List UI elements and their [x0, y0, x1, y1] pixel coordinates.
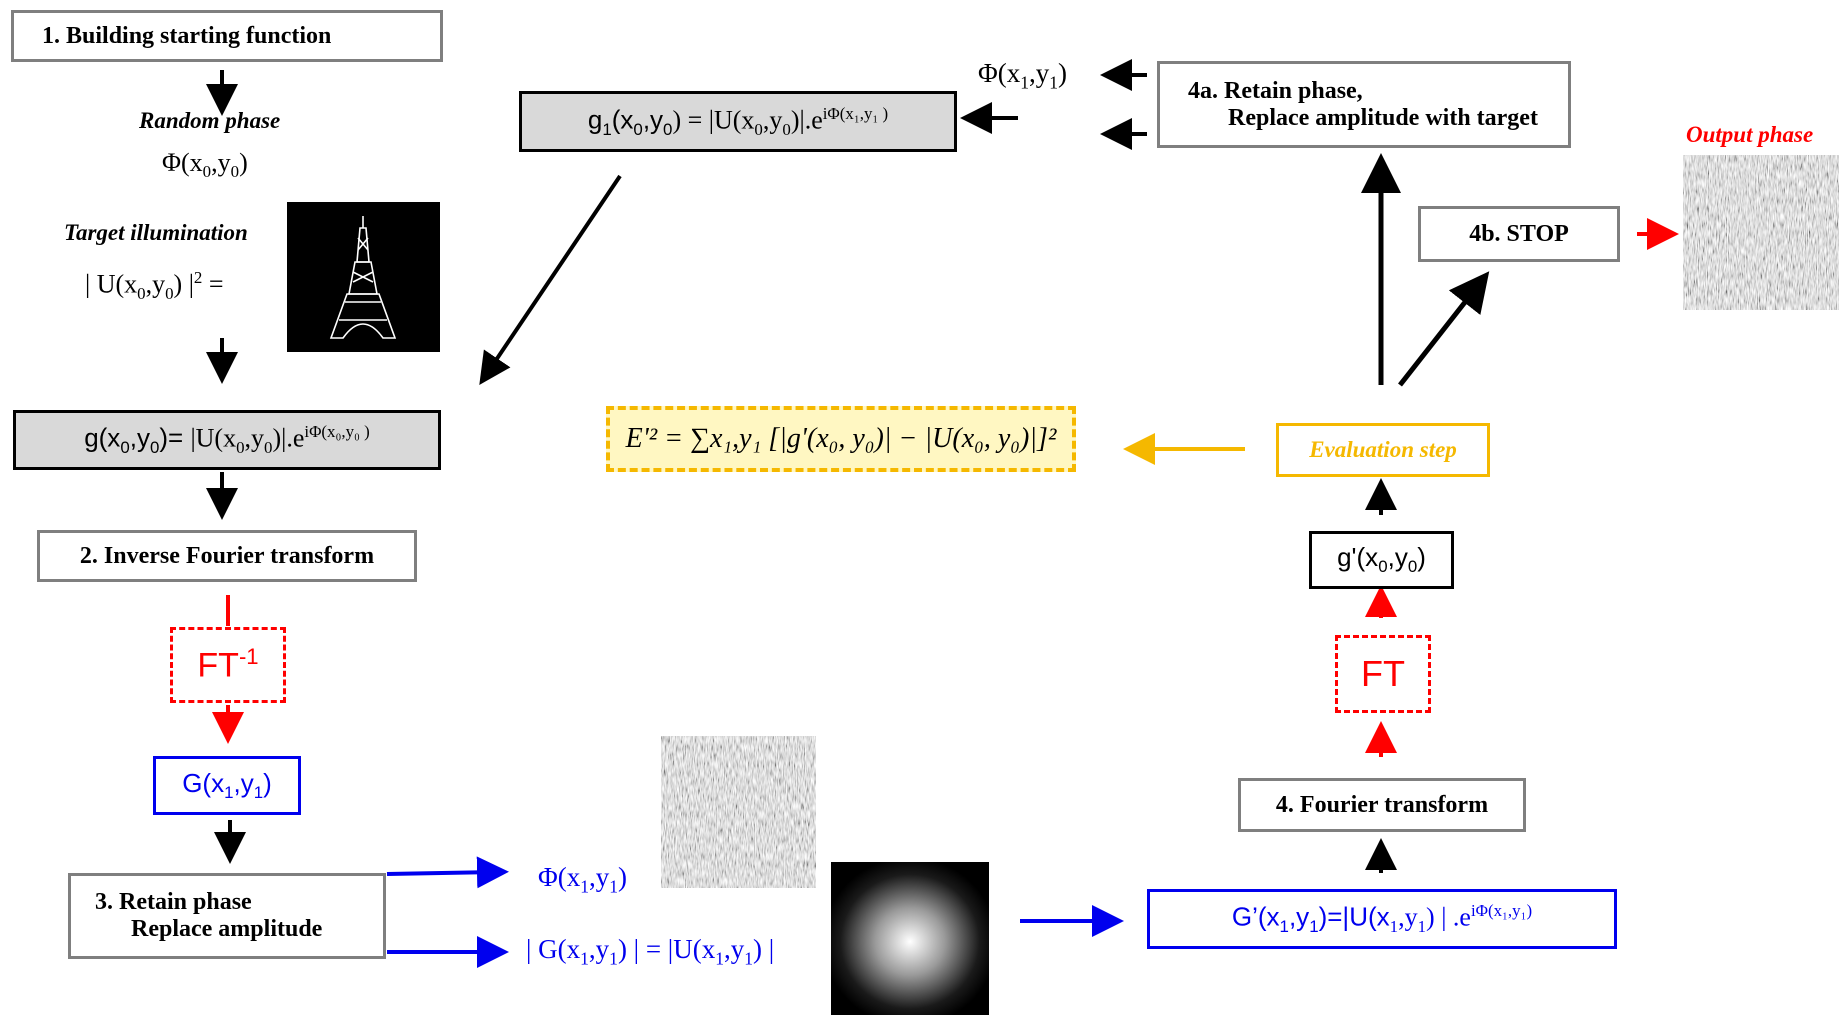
step3-line2: Replace amplitude: [131, 916, 323, 942]
arrow-to-4b: [1398, 271, 1490, 387]
step1-label: 1. Building starting function: [42, 22, 332, 49]
step1-box: 1. Building starting function: [11, 10, 443, 62]
phase-noise-image: [661, 736, 816, 888]
step4-label: 4. Fourier transform: [1275, 791, 1489, 818]
amplitude-image: [831, 862, 989, 1015]
G-box: G(x1,y1): [153, 756, 301, 815]
step4a-line1: 4a. Retain phase,: [1188, 77, 1363, 104]
G-prime-box: G’(x1,y1)=|U(x1,y1) | .eiΦ(x₁,y₁): [1147, 889, 1617, 949]
eiffel-tower-image: [287, 202, 440, 352]
random-phase-formula: Φ(x0,y0): [162, 148, 248, 182]
evaluation-box: Evaluation step: [1276, 423, 1490, 477]
arrow-step3-phi: [386, 856, 509, 889]
G-amplitude-label: | G(x1,y1) | = |U(x1,y1) |: [526, 934, 775, 969]
step3-line1: 3. Retain phase: [95, 889, 252, 915]
ft-box: FT: [1335, 635, 1431, 713]
output-phase-image: [1683, 155, 1839, 310]
step2-label: 2. Inverse Fourier transform: [79, 542, 375, 569]
g-prime-box: g'(x0,y0): [1309, 531, 1454, 589]
ft-inverse-box: FT-1: [170, 627, 286, 703]
arrow-g1-to-g: [479, 174, 622, 385]
phi-top-label: Φ(x1,y1): [978, 58, 1068, 93]
output-phase-label: Output phase: [1686, 122, 1814, 147]
g-initial-box: g(x0,y0)= |U(x0,y0)|.eiΦ(x₀,y₀ ): [13, 410, 441, 470]
step4-box: 4. Fourier transform: [1238, 778, 1526, 832]
target-illumination-label: Target illumination: [64, 220, 248, 245]
error-formula-box: E'² = ∑x₁,y₁ [|g'(x₀, y₀)| − |U(x₀, y₀)|…: [606, 406, 1076, 472]
random-phase-label: Random phase: [139, 108, 281, 133]
step4b-label: 4b. STOP: [1469, 220, 1569, 247]
step3-box: 3. Retain phase Replace amplitude: [68, 873, 386, 959]
step4b-box: 4b. STOP: [1418, 206, 1620, 262]
target-formula: | U(x0,y0) |2 =: [85, 268, 224, 303]
step2-box: 2. Inverse Fourier transform: [37, 530, 417, 582]
phi-out-label: Φ(x1,y1): [538, 862, 628, 897]
g1-box: g1(x0,y0) = |U(x0,y0)|.eiΦ(x₁,y₁ ): [519, 91, 957, 152]
step4a-box: 4a. Retain phase, Replace amplitude with…: [1157, 61, 1571, 148]
step4a-line2: Replace amplitude with target: [1228, 104, 1538, 131]
